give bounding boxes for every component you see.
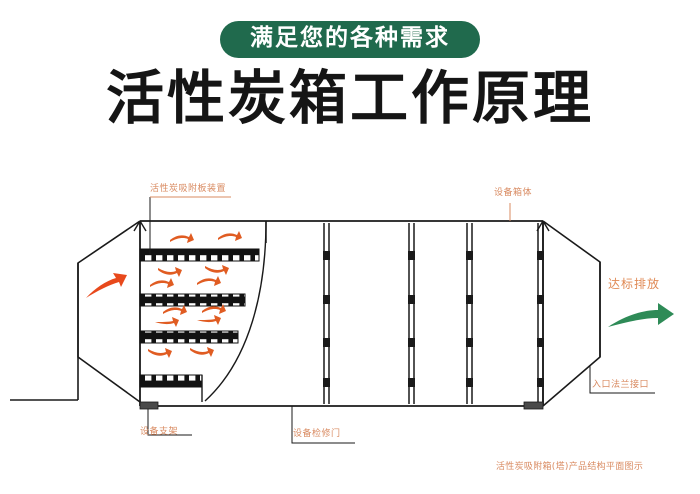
label-inlet-flange: 入口法兰接口 [592,380,650,390]
corner-ticks [133,220,550,232]
carbon-adsorption-plates [139,248,260,402]
inlet-hood [77,220,141,403]
airflow-arrows [148,231,242,358]
cutaway-curve [204,220,267,402]
label-equipment-body: 设备箱体 [494,188,533,198]
label-standard-emission: 达标排放 [608,277,661,291]
inlet-arrow-icon [86,273,127,298]
outlet-hood [542,220,601,407]
subtitle-banner: 满足您的各种需求 [220,21,480,58]
rib-brackets [323,251,544,387]
carbon-plate-4 [139,374,203,402]
carbon-plate-2 [139,293,246,307]
inlet-duct-lines [10,357,79,401]
support-feet [139,401,544,410]
label-equipment-support: 设备支架 [140,427,179,437]
carbon-plate-3 [139,330,239,344]
outlet-arrow-icon [608,303,674,327]
label-maintenance-door: 设备检修门 [293,429,341,439]
page-title: 活性炭箱工作原理 [105,64,595,132]
cabinet-ribs [265,221,544,404]
leader-lines [147,196,655,444]
diagram-linework [10,196,674,444]
label-carbon-plate: 活性炭吸附板装置 [150,184,227,194]
diagram-caption: 活性炭吸附箱(塔)产品结构平面图示 [496,462,644,472]
carbon-plate-1 [139,248,260,262]
